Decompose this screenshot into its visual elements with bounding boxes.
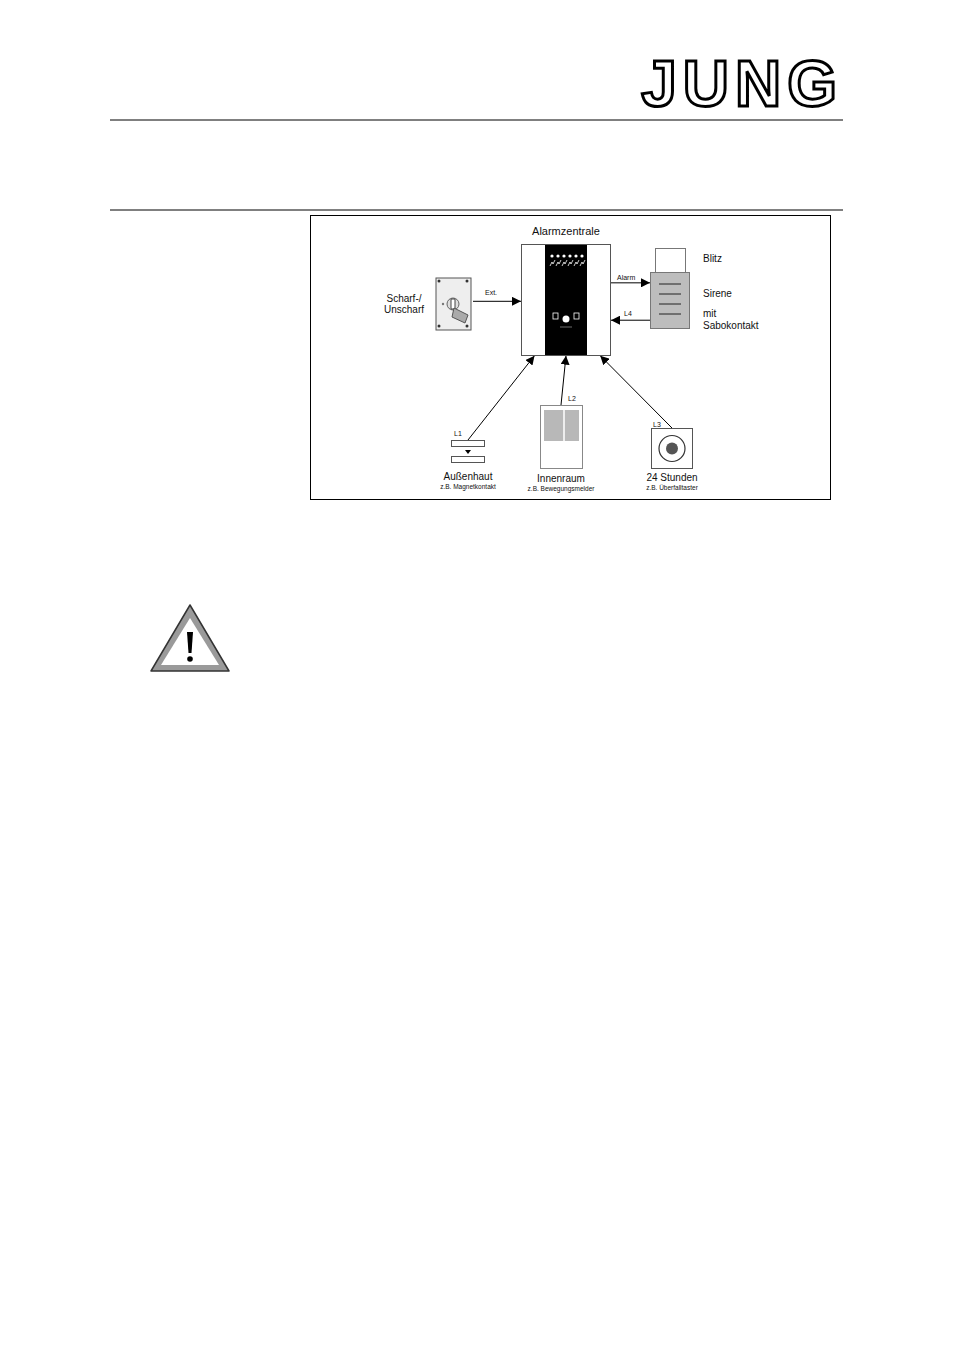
motion-detector-illustration	[540, 405, 583, 469]
node-note: z.B. Bewegungsmelder	[528, 485, 595, 492]
grille-slot	[659, 314, 681, 315]
lens-divider	[563, 410, 565, 441]
status-symbol	[556, 260, 561, 266]
figure-frame	[311, 216, 831, 500]
screw	[466, 325, 469, 328]
magnet-contact-illustration	[451, 440, 485, 464]
warning-ground	[150, 603, 230, 673]
sensor-motion: Innenraumz.B. Bewegungsmelder	[528, 405, 595, 492]
detector-housing	[540, 406, 582, 469]
signal-arrow	[600, 356, 672, 428]
line-label: Alarm	[616, 274, 636, 281]
button-plate	[651, 429, 692, 469]
panel-housing	[521, 244, 611, 356]
signal-arrow	[468, 356, 535, 440]
key-head	[452, 308, 468, 323]
warning-triangle	[151, 605, 229, 671]
line-label: L2	[567, 395, 577, 402]
node-title: 24 Stunden	[646, 472, 697, 484]
status-symbol	[574, 260, 579, 266]
node-title: Innenraum	[537, 473, 585, 485]
line-label: Ext.	[484, 289, 498, 296]
brand-logo: JUNG	[641, 52, 843, 116]
grille-slot	[659, 294, 681, 295]
house-icon	[553, 313, 558, 319]
warning-dot	[187, 656, 193, 662]
position-mark	[442, 303, 444, 305]
status-symbol	[568, 260, 573, 266]
control-panel: Alarmzentrale	[521, 225, 611, 356]
warning-mark	[187, 632, 193, 653]
switch-plate	[436, 278, 471, 330]
status-led	[574, 254, 577, 257]
front-panel	[545, 245, 587, 355]
status-led	[562, 254, 565, 257]
siren-housing	[651, 273, 690, 329]
signal-arrow	[611, 320, 650, 321]
flash-lamp	[656, 249, 686, 273]
node-title: Scharf-/ Unscharf	[379, 293, 429, 316]
screw	[438, 325, 441, 328]
status-symbol	[550, 260, 555, 266]
house-icon	[574, 313, 579, 319]
node-title: Alarmzentrale	[521, 225, 611, 238]
screw	[466, 280, 469, 283]
status-symbol	[562, 260, 567, 266]
siren-illustration	[650, 248, 691, 329]
sensor-magnet: Außenhautz.B. Magnetkontakt	[440, 440, 496, 490]
signal-arrow	[611, 282, 650, 283]
signal-arrow	[473, 301, 521, 302]
node-title: Außenhaut	[444, 471, 493, 483]
line-label: L1	[453, 430, 463, 437]
contact-arrow	[465, 450, 471, 454]
panel-illustration	[522, 245, 610, 355]
siren-unit: BlitzSirene mit Sabokontakt	[650, 248, 765, 331]
lock-cylinder	[447, 298, 459, 310]
node-note: z.B. Magnetkontakt	[440, 483, 496, 490]
panic-button-illustration	[651, 428, 693, 469]
sensor-panic: 24 Stundenz.B. Überfalltaster	[646, 428, 698, 491]
node-title: Blitz	[703, 253, 765, 265]
line-label: L3	[652, 421, 662, 428]
section-rule	[110, 210, 843, 211]
button-caption	[560, 326, 572, 327]
node-note: mit Sabokontakt	[703, 308, 765, 331]
key-switch-illustration	[435, 277, 473, 331]
line-label: L4	[623, 310, 633, 317]
button-ring	[659, 436, 685, 462]
grille-slot	[659, 284, 681, 285]
sensor-lens	[544, 410, 579, 441]
screw	[438, 280, 441, 283]
key-blade	[451, 299, 455, 309]
status-led	[556, 254, 559, 257]
grille-slot	[659, 304, 681, 305]
status-led	[550, 254, 553, 257]
status-led	[580, 254, 583, 257]
reed-part	[451, 457, 484, 463]
magnet-part	[451, 441, 484, 447]
header-rule	[110, 120, 843, 121]
signal-arrow	[561, 356, 566, 405]
status-led	[568, 254, 571, 257]
button-cap	[666, 443, 678, 455]
info-button	[563, 315, 570, 322]
status-symbol	[580, 260, 585, 266]
text-column: BlitzSirene mit Sabokontakt	[703, 248, 765, 331]
key-switch: Scharf-/ Unscharf	[379, 277, 473, 331]
warning-inner	[161, 618, 219, 665]
node-note: Sirene	[703, 288, 765, 300]
warning-sign	[150, 603, 230, 673]
node-note: z.B. Überfalltaster	[646, 484, 698, 491]
